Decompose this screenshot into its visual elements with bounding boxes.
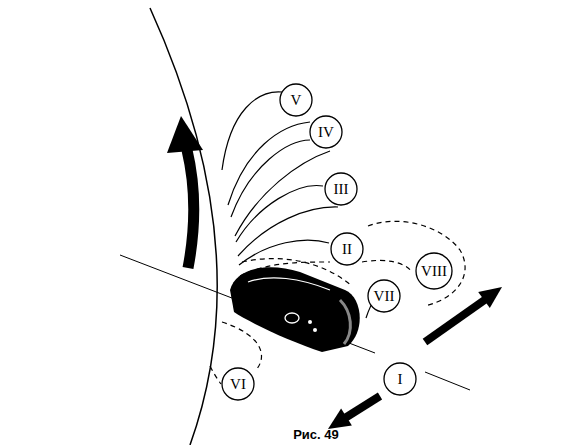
roman-numeral: VIII: [421, 264, 447, 279]
dashed-line: [210, 366, 221, 384]
outline-line: [231, 140, 310, 217]
roman-numeral: VII: [374, 289, 395, 304]
position-circle: VI: [221, 367, 255, 401]
position-circle: II: [330, 232, 364, 266]
device-detail: [285, 313, 299, 323]
device-tip: [340, 300, 350, 344]
device: [230, 267, 360, 352]
roman-numeral: IV: [318, 125, 334, 140]
figure-caption: Рис. 49: [293, 427, 339, 442]
circle-shape: [222, 368, 254, 400]
outline-line: [239, 240, 329, 265]
roman-numeral: III: [334, 182, 349, 197]
roman-numeral: II: [342, 242, 352, 257]
position-circle: IV: [309, 115, 343, 149]
motion-arrow: [425, 299, 486, 342]
dashed-outlines: [210, 221, 465, 384]
circle-shape: [384, 363, 416, 395]
dashed-line: [362, 260, 412, 272]
circle-shape: [310, 116, 342, 148]
roman-numeral: I: [398, 372, 403, 387]
rotation-arrow-head: [167, 116, 203, 153]
device-detail: [313, 328, 317, 332]
position-circle: III: [324, 172, 358, 206]
dashed-line: [222, 322, 262, 370]
outline-line: [238, 207, 338, 256]
outline-line: [228, 122, 310, 205]
roman-numeral: V: [291, 93, 302, 108]
circle-shape: [325, 173, 357, 205]
circle-shape: [368, 280, 400, 312]
motion-arrow-head: [478, 287, 502, 308]
boundary-arc: [150, 8, 217, 445]
outline-line: [236, 186, 323, 242]
dashed-line: [368, 221, 465, 306]
position-circle: V: [279, 83, 313, 117]
circle-shape: [331, 233, 363, 265]
position-circle: I: [383, 362, 417, 396]
device-groove: [248, 278, 330, 290]
motion-arrow-head: [328, 409, 352, 429]
position-circle: VIII: [415, 252, 453, 290]
rotation-arrow: [187, 150, 194, 268]
device-body: [230, 267, 360, 352]
position-circle: VII: [367, 279, 401, 313]
motion-arrow: [345, 396, 380, 418]
circle-shape: [280, 84, 312, 116]
circle-shape: [416, 253, 452, 289]
roman-numeral: VI: [230, 377, 246, 392]
outline-line: [222, 92, 282, 170]
device-detail: [308, 320, 312, 324]
